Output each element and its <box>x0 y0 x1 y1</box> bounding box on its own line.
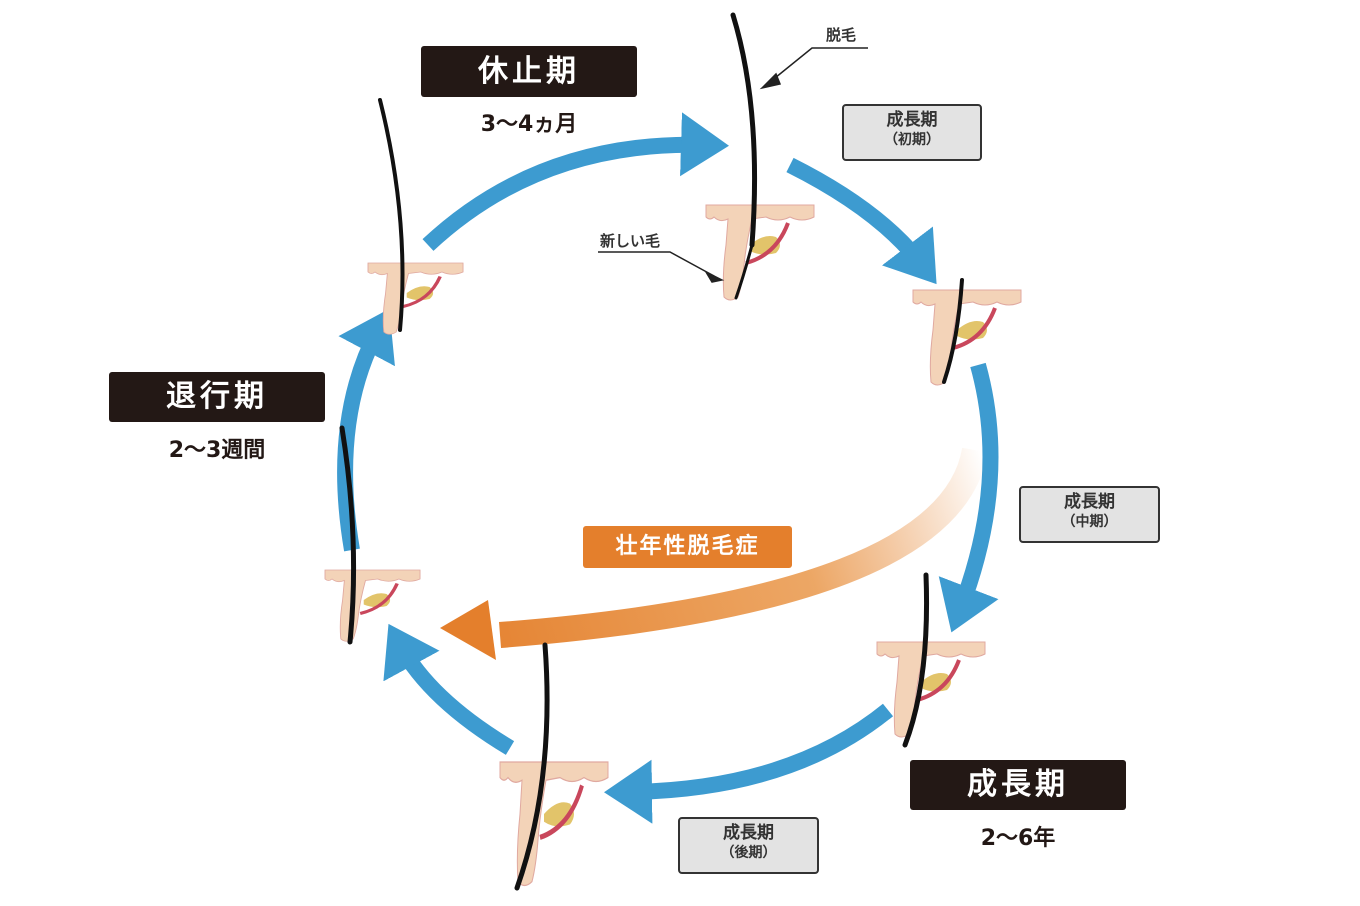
substage-late: 成長期 （後期） <box>678 817 819 874</box>
arrow-telogen-to-early <box>422 112 729 251</box>
catagen-duration: 2〜3週間 <box>168 438 266 463</box>
note-shedding: 脱毛 <box>826 26 857 44</box>
arrow-early-to-upper <box>786 157 937 285</box>
substage-late-sub: （後期） <box>720 845 777 861</box>
pointers <box>598 47 868 283</box>
substage-early-label: 成長期 <box>886 110 938 130</box>
substage-late-label: 成長期 <box>723 823 774 843</box>
phase-catagen: 退行期 <box>109 372 325 422</box>
phase-anagen: 成長期 <box>910 760 1126 810</box>
arrow-upper-to-middle <box>938 362 999 633</box>
aga-label: 壮年性脱毛症 <box>583 526 792 568</box>
substage-middle-sub: （中期） <box>1061 514 1118 530</box>
arrow-middle-to-late <box>604 703 894 824</box>
anagen-duration: 2〜6年 <box>980 826 1056 851</box>
substage-early: 成長期 （初期） <box>842 104 982 161</box>
arrow-late-to-catagen <box>383 623 515 755</box>
phase-telogen: 休止期 <box>421 46 637 97</box>
arrow-catagen-to-telogen <box>337 308 395 552</box>
telogen-duration: 3〜4ヵ月 <box>480 112 578 137</box>
hairs <box>339 12 964 891</box>
substage-early-sub: （初期） <box>884 132 940 148</box>
substage-middle-label: 成長期 <box>1064 492 1115 512</box>
cycle-arrows <box>337 112 999 824</box>
substage-middle: 成長期 （中期） <box>1019 486 1160 543</box>
aga-arrow <box>498 447 988 648</box>
aga-arrow-head <box>440 600 496 660</box>
note-new-hair: 新しい毛 <box>600 232 661 250</box>
